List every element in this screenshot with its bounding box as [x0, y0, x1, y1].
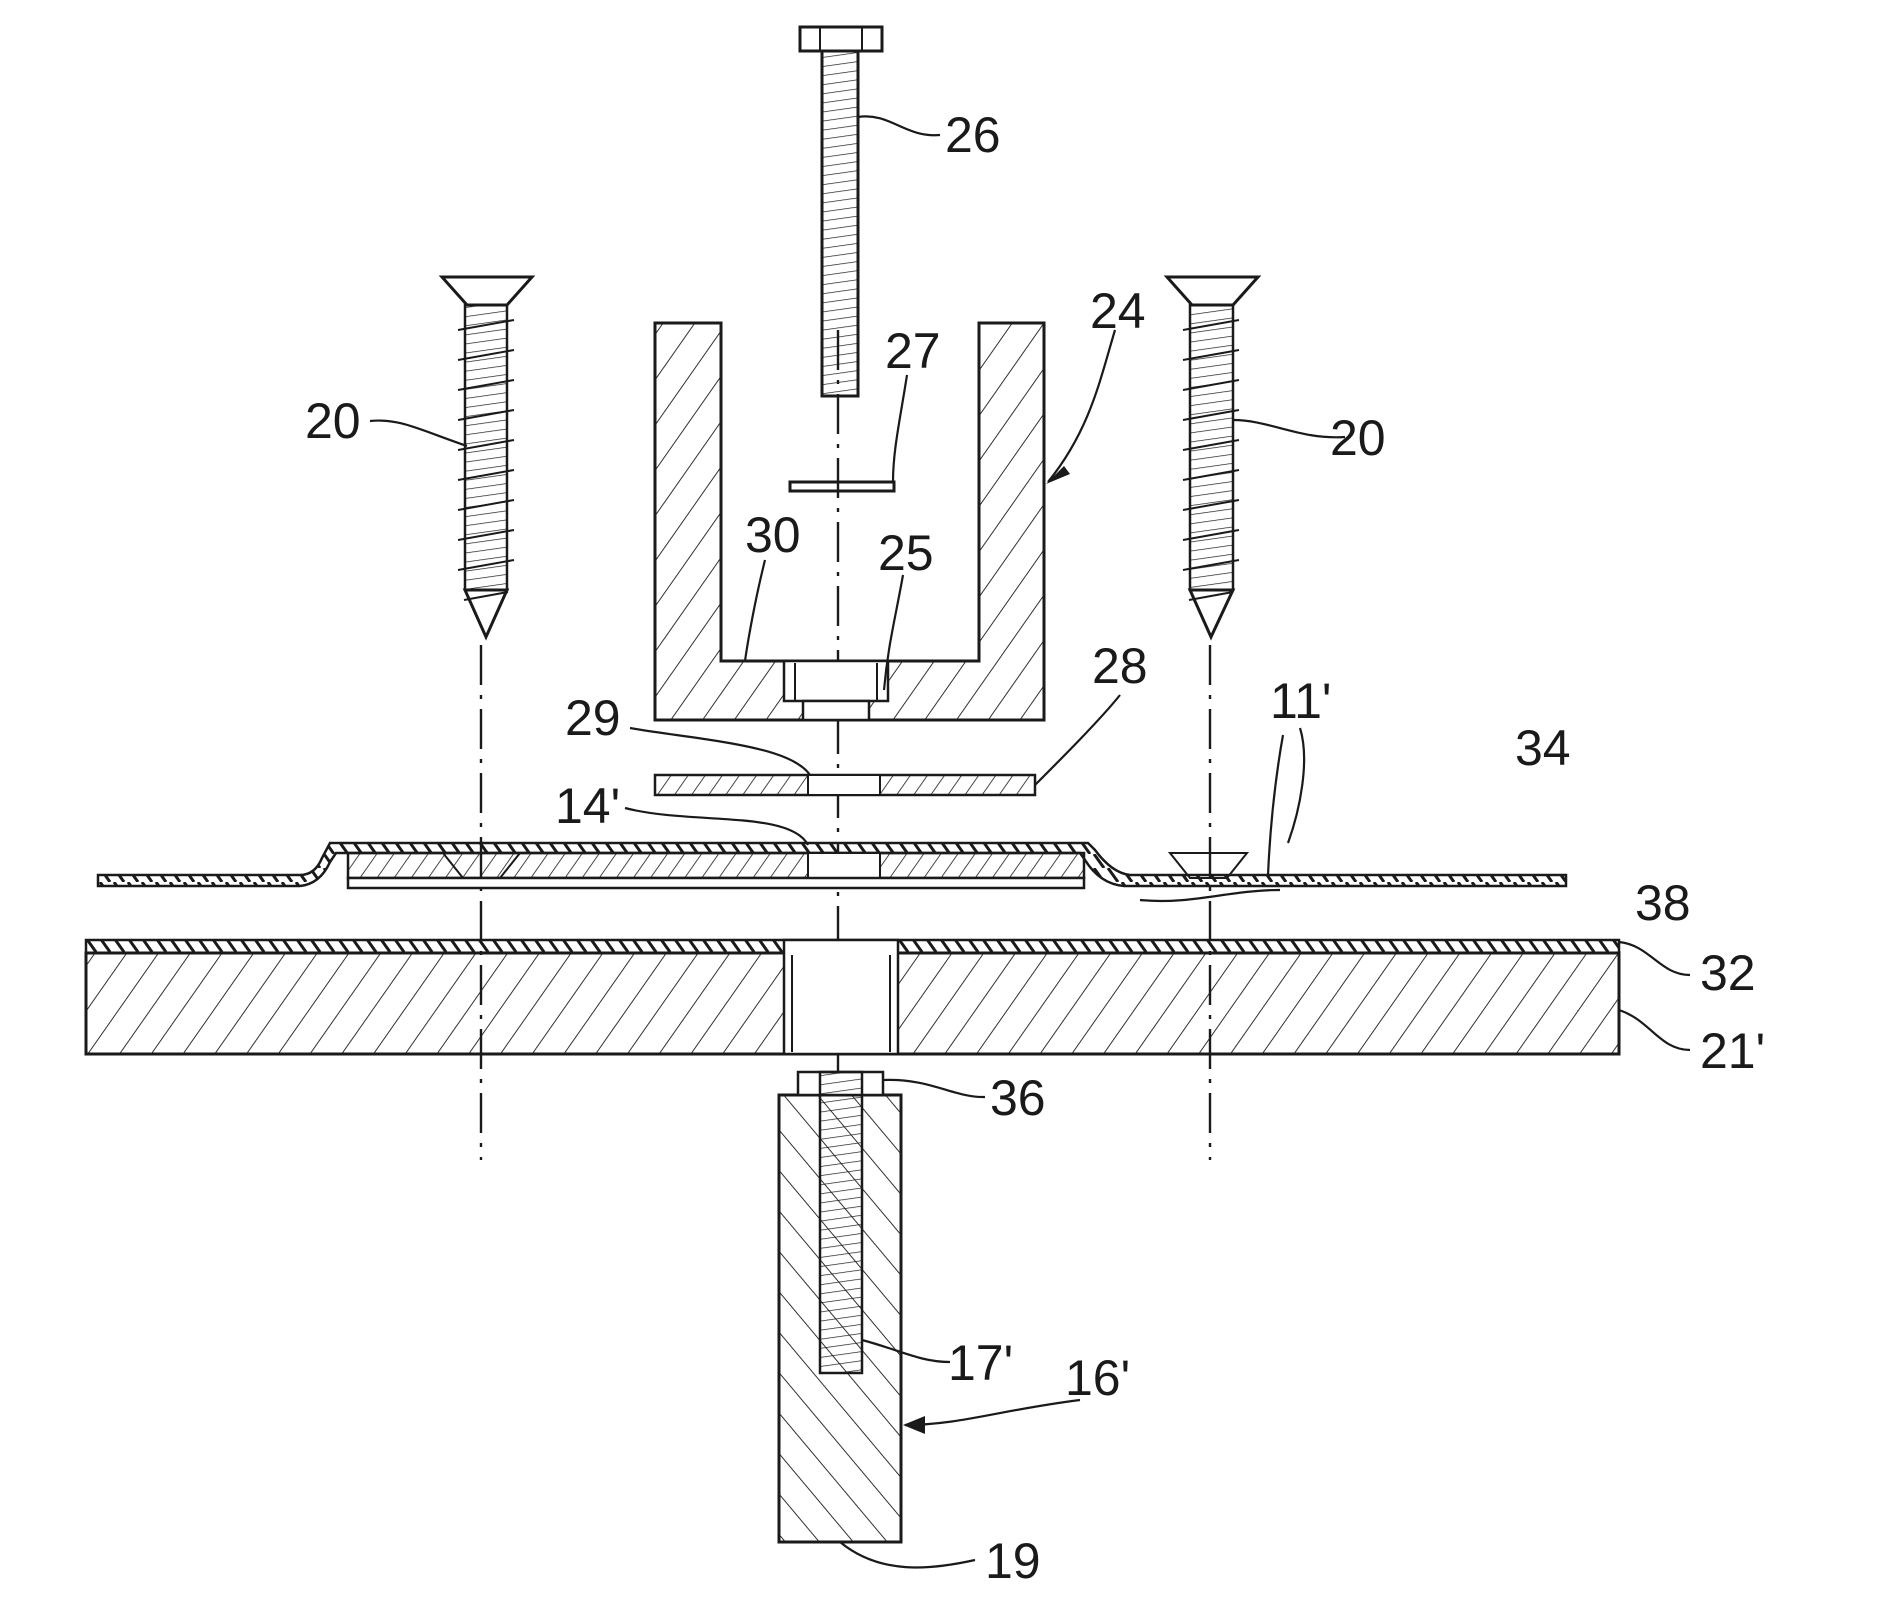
label-strip: 38	[1635, 875, 1691, 931]
washer-27	[788, 480, 896, 493]
label-screw-left: 20	[305, 393, 361, 449]
washer-plate	[653, 773, 1037, 797]
plate	[346, 851, 1250, 880]
label-channel: 24	[1090, 283, 1146, 339]
board	[84, 938, 1621, 1056]
label-insert: 36	[990, 1070, 1046, 1126]
label-washer-top: 27	[885, 323, 941, 379]
label-post: 16'	[1065, 1350, 1130, 1406]
label-membrane: 34	[1515, 720, 1571, 776]
label-channel-base-face: 30	[745, 507, 801, 563]
bolt	[798, 25, 884, 398]
label-plate: 11'	[1270, 673, 1331, 729]
label-post-end: 19	[985, 1533, 1041, 1589]
label-bolt: 26	[945, 107, 1001, 163]
u-channel	[653, 321, 1046, 722]
strip	[346, 876, 1086, 890]
post	[777, 1070, 903, 1544]
label-washer-plate: 28	[1092, 638, 1148, 694]
label-screw-right: 20	[1330, 410, 1386, 466]
label-plate-hole: 14'	[555, 778, 620, 834]
membrane	[96, 841, 1568, 888]
screw-left	[438, 275, 536, 641]
label-washer-hole: 29	[565, 690, 621, 746]
label-thread: 17'	[948, 1335, 1013, 1391]
label-board-layer: 32	[1700, 945, 1756, 1001]
label-board: 21'	[1700, 1023, 1765, 1079]
label-channel-bore: 25	[878, 525, 934, 581]
screw-right	[1163, 275, 1262, 641]
leader-lines	[369, 115, 1691, 1569]
